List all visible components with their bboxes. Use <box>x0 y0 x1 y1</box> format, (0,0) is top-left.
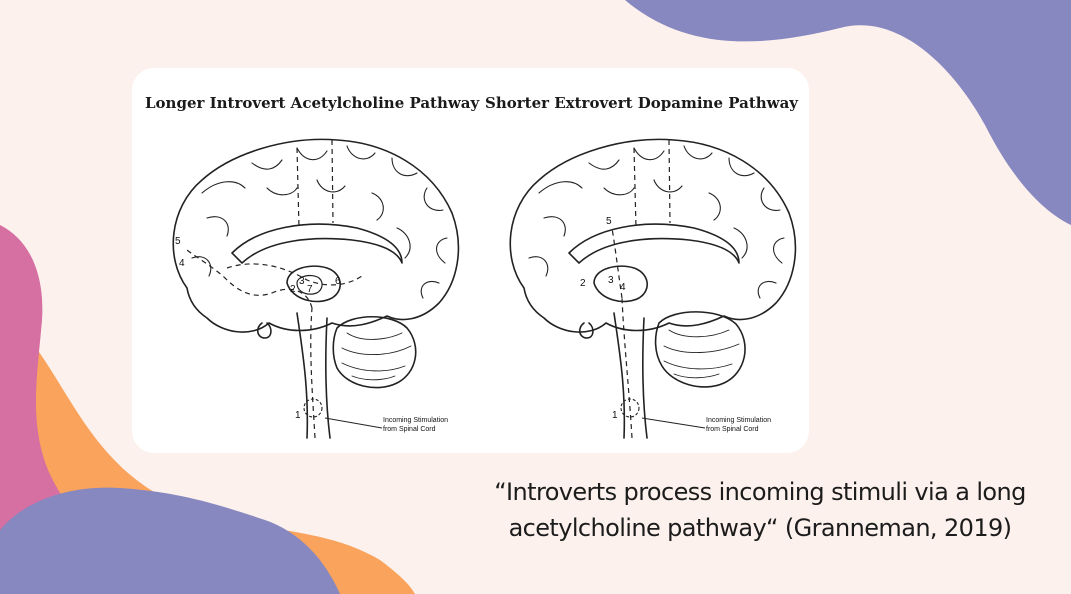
cerebrum-outline <box>172 138 460 333</box>
cerebellum-folds <box>341 332 412 381</box>
brain-diagram-extrovert: 5 2 3 4 1 Incoming Stimulation from Spin… <box>509 138 797 439</box>
spinal-node <box>303 398 323 418</box>
thalamus <box>593 265 648 303</box>
cerebrum-outline <box>509 138 797 333</box>
stimulation-label-line2: from Spinal Cord <box>706 426 759 433</box>
stimulation-label-line1: Incoming Stimulation <box>706 417 771 424</box>
gyri-folds <box>191 145 448 299</box>
pathway-number-4: 4 <box>179 258 185 269</box>
pathway-number-1: 1 <box>612 410 618 421</box>
inner-loop <box>296 274 323 295</box>
cerebellum <box>654 311 746 388</box>
purple-blob-bottom-left <box>0 487 340 594</box>
pathway-dashed-loop <box>186 249 313 309</box>
lobe-divider-2 <box>668 139 671 224</box>
brainstem <box>296 312 331 439</box>
pathway-number-2: 2 <box>290 284 296 295</box>
pathway-number-7: 7 <box>307 284 313 295</box>
quote-caption: “Introverts process incoming stimuli via… <box>460 474 1060 546</box>
pathway-dashed-cross <box>226 263 363 286</box>
pathway-number-4: 4 <box>620 282 626 293</box>
gyri-folds <box>528 145 785 299</box>
stimulation-label-line2: from Spinal Cord <box>383 426 436 433</box>
lobe-divider-1 <box>633 147 637 229</box>
diagram-title-left: Longer Introvert Acetylcholine Pathway <box>145 94 480 112</box>
lobe-divider-2 <box>331 139 334 224</box>
corpus-callosum <box>231 223 403 264</box>
pathway-number-2: 2 <box>580 278 586 289</box>
cerebellum <box>332 315 417 389</box>
pathway-dashed-short <box>611 227 623 299</box>
purple-blob-top-right <box>625 0 1071 225</box>
caption-line-1: “Introverts process incoming stimuli via… <box>494 478 1026 506</box>
figure-card: Longer Introvert Acetylcholine Pathway S… <box>132 68 809 453</box>
pathway-number-5: 5 <box>606 216 612 227</box>
diagram-title-right: Shorter Extrovert Dopamine Pathway <box>485 94 799 112</box>
pathway-dashed-vertical <box>621 297 633 439</box>
lobe-divider-1 <box>296 147 300 229</box>
pathway-number-1: 1 <box>295 410 301 421</box>
cerebellum-folds <box>663 329 740 379</box>
stimulation-arrow <box>641 417 706 429</box>
pathway-dashed-vertical <box>310 307 316 439</box>
pituitary <box>578 322 594 339</box>
brain-diagram-introvert: 5 4 3 2 7 6 1 Incoming Stimulation from … <box>172 138 460 439</box>
pathway-number-3: 3 <box>299 276 305 287</box>
stimulation-label-line1: Incoming Stimulation <box>383 417 448 424</box>
corpus-callosum <box>568 223 740 264</box>
pathway-number-6: 6 <box>335 276 341 287</box>
stimulation-arrow <box>324 417 383 429</box>
caption-line-2: acetylcholine pathway“ (Granneman, 2019) <box>508 514 1012 542</box>
spinal-node <box>620 398 640 418</box>
pathway-number-3: 3 <box>608 275 614 286</box>
pathway-number-5: 5 <box>175 236 181 247</box>
brainstem <box>613 312 648 439</box>
thalamus <box>286 265 341 303</box>
pituitary <box>256 322 272 339</box>
